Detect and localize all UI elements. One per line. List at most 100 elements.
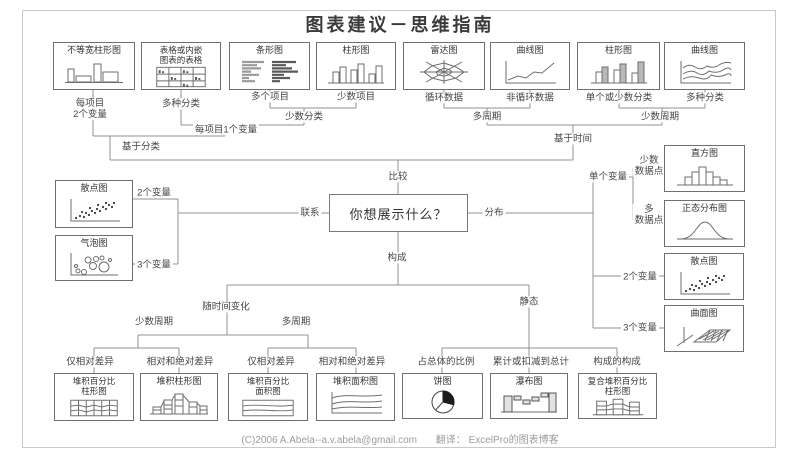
- chart-node-label: 表格或内嵌 图表的表格: [159, 45, 203, 66]
- decision-per-item-2vars: 每项目 2个变量: [71, 97, 109, 121]
- stacked-100-area-icon: [242, 399, 294, 417]
- decision-changing-over-time: 随时间变化: [200, 301, 252, 313]
- decision-over-time: 基于时间: [551, 133, 595, 145]
- chart-node-scatter-right: 散点图: [664, 253, 744, 300]
- stacked-area-icon: [331, 392, 382, 414]
- chart-node-label: 曲线图: [516, 45, 544, 55]
- decision-single-or-few-categories: 单个或少数分类: [583, 92, 655, 104]
- chart-node-label: 雷达图: [430, 45, 458, 55]
- chart-node-compound-stacked-100-column: 复合堆积百分比 柱形图: [578, 373, 657, 419]
- waterfall-chart-icon: [501, 392, 557, 413]
- chart-node-label: 堆积柱形图: [156, 376, 202, 386]
- decision-composition: 构成: [385, 252, 409, 264]
- decision-static: 静态: [517, 296, 541, 308]
- decision-few-periods: 少数周期: [638, 111, 682, 123]
- compound-stacked-100-column-icon: [592, 398, 643, 416]
- stacked-100-column-icon: [70, 399, 118, 417]
- decision-few-categories: 少数分类: [282, 111, 326, 123]
- chart-node-label: 散点图: [690, 256, 718, 266]
- chart-node-label: 堆积百分比 面积图: [246, 376, 290, 397]
- decision-many-items: 多个项目: [248, 91, 292, 103]
- decision-many-periods-bottom: 多周期: [279, 316, 313, 328]
- scatter-chart-icon: [70, 199, 120, 222]
- scatter-chart-icon: [680, 271, 730, 295]
- column-chart-icon: [328, 63, 384, 84]
- decision-share-of-total: 占总体的比例: [415, 356, 477, 368]
- page-border: [22, 10, 776, 448]
- multi-line-chart-icon: [680, 61, 731, 84]
- column-chart-3d-icon: [590, 61, 647, 84]
- chart-node-waterfall-chart: 瀑布图: [490, 373, 568, 419]
- chart-node-label: 正态分布图: [681, 203, 727, 213]
- page-title: 图表建议－思维指南: [305, 15, 495, 35]
- translation-credit: 翻译： ExcelPro的图表博客: [435, 435, 559, 446]
- decision-components-of-components: 构成的构成: [591, 356, 643, 368]
- chart-node-label: 曲面图: [690, 308, 718, 318]
- chart-node-stacked-100-area: 堆积百分比 面积图: [228, 373, 308, 421]
- decision-relative-absolute-diff-1: 相对和绝对差异: [144, 356, 216, 368]
- decision-many-periods: 多周期: [470, 111, 504, 123]
- decision-three-variables-left: 3个变量: [135, 259, 173, 271]
- central-question-text: 你想展示什么？: [349, 206, 448, 222]
- chart-node-stacked-100-column: 堆积百分比 柱形图: [54, 373, 134, 421]
- chart-node-label: 曲线图: [690, 45, 718, 55]
- decision-cyclical-data: 循环数据: [422, 92, 466, 104]
- chart-node-line-chart-a: 曲线图: [490, 42, 570, 90]
- chart-node-label: 复合堆积百分比 柱形图: [587, 376, 648, 397]
- decision-relative-diff-only-2: 仅相对差异: [245, 356, 297, 368]
- decision-two-variables-left: 2个变量: [135, 187, 173, 199]
- chart-node-label: 散点图: [80, 183, 108, 193]
- decision-relative-diff-only-1: 仅相对差异: [64, 356, 116, 368]
- decision-accumulation-to-total: 累计或扣减到总计: [490, 356, 572, 368]
- table-with-charts-icon: [156, 66, 206, 88]
- chart-node-label: 饼图: [433, 376, 452, 386]
- chart-node-bubble-chart: 气泡图: [55, 235, 133, 281]
- bar-chart-icon: [241, 61, 298, 83]
- histogram-icon: [676, 166, 733, 186]
- chart-node-column-chart-a: 柱形图: [316, 42, 396, 90]
- decision-single-variable: 单个变量: [586, 171, 630, 183]
- decision-few-periods-bottom: 少数周期: [132, 316, 176, 328]
- chart-node-radar-chart: 雷达图: [403, 42, 485, 90]
- chart-node-label: 条形图: [255, 45, 283, 55]
- central-question-box: 你想展示什么？: [329, 194, 468, 232]
- decision-few-data-points: 少数 数据点: [632, 154, 666, 178]
- decision-many-categories-b: 多种分类: [683, 92, 727, 104]
- footer: (C)2006 A.Abela--a.v.abela@gmail.com 翻译：…: [0, 431, 800, 446]
- chart-node-scatter-left: 散点图: [55, 180, 133, 228]
- chart-node-label: 瀑布图: [515, 376, 543, 386]
- chart-node-stacked-column: 堆积柱形图: [140, 373, 218, 421]
- surface-chart-icon: [676, 326, 732, 347]
- decision-few-items: 少数项目: [334, 91, 378, 103]
- stacked-column-icon: [150, 393, 208, 415]
- chart-node-pie-chart: 饼图: [402, 373, 483, 419]
- radar-chart-icon: [420, 60, 468, 85]
- decision-distribution: 分布: [482, 207, 506, 219]
- decision-among-categories: 基于分类: [119, 141, 163, 153]
- chart-node-bar-chart: 条形图: [229, 42, 310, 90]
- copyright-text: (C)2006 A.Abela--a.v.abela@gmail.com: [241, 435, 418, 446]
- chart-node-table-with-charts: 表格或内嵌 图表的表格: [141, 42, 221, 90]
- chart-node-label: 不等宽柱形图: [66, 45, 121, 55]
- chart-node-histogram: 直方图: [664, 145, 745, 192]
- chart-node-label: 堆积面积图: [332, 376, 378, 386]
- normal-distribution-icon: [676, 221, 733, 240]
- chart-node-line-chart-b: 曲线图: [664, 42, 745, 90]
- line-chart-icon: [505, 61, 556, 84]
- chart-node-label: 柱形图: [342, 45, 370, 55]
- decision-relative-absolute-diff-2: 相对和绝对差异: [316, 356, 388, 368]
- chart-node-label: 堆积百分比 柱形图: [72, 376, 116, 397]
- chart-node-label: 气泡图: [80, 238, 108, 248]
- chart-node-label: 柱形图: [604, 45, 632, 55]
- decision-three-variables-right: 3个变量: [621, 322, 659, 334]
- bubble-chart-icon: [70, 253, 118, 276]
- decision-per-item-1var: 每项目1个变量: [192, 124, 260, 136]
- decision-many-categories-a: 多种分类: [159, 98, 203, 110]
- chart-node-normal-distribution: 正态分布图: [664, 200, 745, 247]
- chart-node-variable-width-column: 不等宽柱形图: [53, 42, 135, 90]
- decision-many-data-points: 多 数据点: [632, 203, 666, 227]
- chart-node-label: 直方图: [690, 148, 718, 158]
- decision-comparison: 比较: [386, 171, 410, 183]
- variable-width-column-icon: [65, 63, 123, 84]
